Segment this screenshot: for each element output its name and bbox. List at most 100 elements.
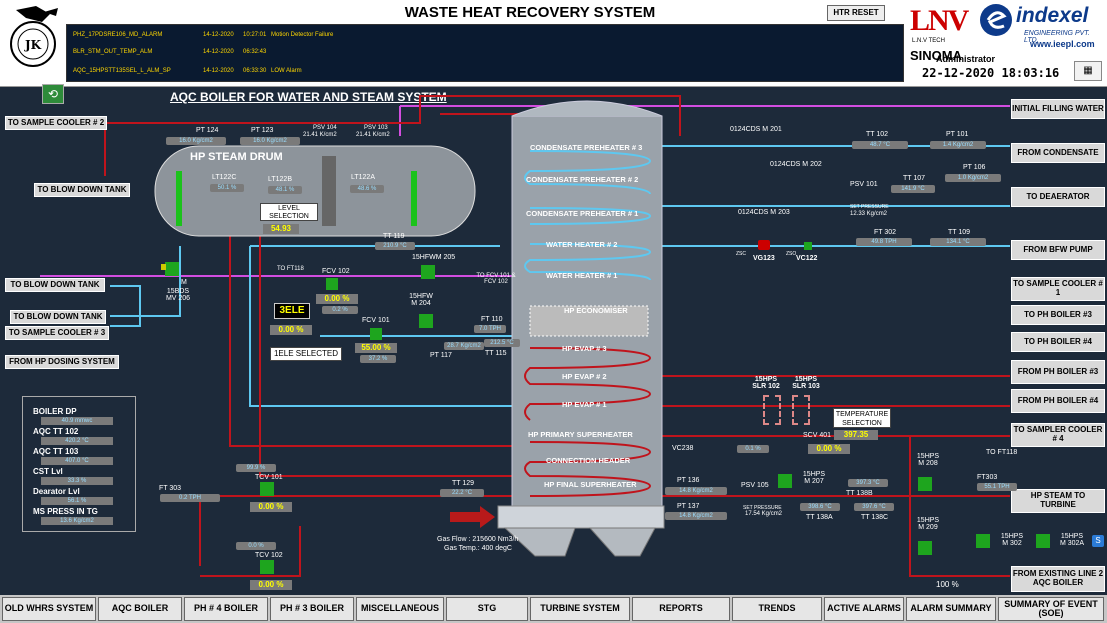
m302-label: 15HPS M 302 — [1000, 533, 1024, 547]
from-ph-boiler-4[interactable]: FROM PH BOILER #4 — [1011, 389, 1105, 413]
htr-reset-button[interactable]: HTR RESET — [827, 5, 885, 21]
steam-top-pipe — [105, 95, 681, 136]
refresh-button[interactable]: ⟲ — [42, 84, 64, 104]
ft302-label: FT 302 — [874, 229, 897, 236]
temperature-selection-value: 397.35 — [834, 430, 878, 440]
pt101-label: PT 101 — [946, 131, 969, 138]
pt117-value: 28.7 Kg/cm2 — [444, 342, 484, 350]
aqc-tt102-value: 420.2 °C — [41, 437, 113, 445]
hfwm205-label: 15HFWM 205 — [412, 254, 456, 261]
nav-turbine-system[interactable]: TURBINE SYSTEM — [530, 597, 630, 621]
pt137-label: PT 137 — [677, 503, 700, 510]
cds201-label: 0124CDS M 201 — [730, 126, 782, 133]
boiler-dp-value: 40.9 mmwc — [41, 417, 113, 425]
vc122-label: VC122 — [796, 255, 818, 262]
alarm-row[interactable]: AQC_15HPSTT135SEL_L_ALM_SP 14-12-2020 06… — [67, 65, 903, 79]
to-ft118-label: TO FT118 — [277, 266, 304, 272]
hp-evap-3-label: HP EVAP # 3 — [562, 344, 607, 353]
tcv-pipe — [200, 526, 301, 577]
m207-label: 15HPS M 207 — [802, 471, 826, 485]
to-blow-down-tank-2[interactable]: TO BLOW DOWN TANK — [5, 278, 105, 292]
fcv101-feedback: 37.2 % — [360, 355, 396, 363]
m208-motor-icon[interactable] — [914, 473, 940, 495]
alarm-row[interactable]: PHZ_17PDSRE106_MD_ALARM 14-12-2020 10:27… — [67, 29, 903, 43]
control-mode-display[interactable]: 3ELE — [274, 303, 310, 319]
ft303-right-label: FT303 — [977, 474, 998, 481]
m207-motor-icon[interactable] — [774, 470, 800, 492]
fcv102-actuator-icon[interactable] — [318, 276, 348, 296]
from-ph-boiler-3[interactable]: FROM PH BOILER #3 — [1011, 360, 1105, 384]
alarm-row[interactable]: BLR_STM_OUT_TEMP_ALM 14-12-2020 06:32:43 — [67, 46, 903, 60]
existing-line-pipe — [909, 436, 1010, 577]
vg123-valve-icon[interactable] — [758, 240, 770, 250]
level-selection-button[interactable]: LEVEL SELECTION — [260, 203, 318, 221]
pt123-value: 16.0 Kg/cm2 — [240, 137, 300, 145]
m302-motor-icon[interactable] — [972, 530, 998, 552]
nav-reports[interactable]: REPORTS — [632, 597, 730, 621]
svg-text:M: M — [181, 279, 187, 286]
alarm-banner[interactable]: PHZ_17PDSRE106_MD_ALARM 14-12-2020 10:27… — [66, 24, 904, 82]
nav-summary-of-event[interactable]: SUMMARY OF EVENT (SOE) — [998, 597, 1104, 621]
desuperheater-pipe — [199, 495, 520, 566]
nav-alarm-summary[interactable]: ALARM SUMMARY — [906, 597, 996, 621]
vc122-valve-icon[interactable] — [804, 242, 812, 250]
fcv101-actuator-icon[interactable] — [362, 326, 392, 346]
from-bfw-pump[interactable]: FROM BFW PUMP — [1011, 240, 1105, 260]
nav-aqc-boiler[interactable]: AQC BOILER — [98, 597, 182, 621]
tt138b-label: TT 138B — [846, 490, 873, 497]
psv103-label: PSV 103 — [364, 125, 388, 131]
cds203-label: 0124CDS M 203 — [738, 209, 790, 216]
lnv-logo: LNV L.N.V TECH SINOMA — [910, 4, 972, 66]
to-sampler-cooler-4[interactable]: TO SAMPLER COOLER # 4 — [1011, 423, 1105, 447]
to-blow-down-tank-1[interactable]: TO BLOW DOWN TANK — [34, 183, 130, 197]
tt138c-value: 397.6 °C — [854, 503, 894, 511]
nav-ph3-boiler[interactable]: PH # 3 BOILER — [270, 597, 354, 621]
lnv-brand: LNV — [910, 4, 969, 37]
tcv101-actuator-icon[interactable] — [254, 480, 284, 502]
to-sample-cooler-1[interactable]: TO SAMPLE COOLER # 1 — [1011, 277, 1105, 301]
pt106-label: PT 106 — [963, 164, 986, 171]
tcv102-actuator-icon[interactable] — [254, 558, 284, 580]
nav-active-alarms[interactable]: ACTIVE ALARMS — [824, 597, 904, 621]
tt107-label: TT 107 — [903, 175, 926, 182]
calendar-icon[interactable]: ▦ — [1074, 61, 1102, 81]
psv103-value: 21.41 K/cm2 — [356, 132, 390, 138]
from-hp-dosing[interactable]: FROM HP DOSING SYSTEM — [5, 355, 119, 369]
psv101-label: PSV 101 — [850, 181, 878, 188]
from-condensate[interactable]: FROM CONDENSATE — [1011, 143, 1105, 163]
temperature-selection-button[interactable]: TEMPERATURE SELECTION — [833, 408, 891, 428]
nav-stg[interactable]: STG — [446, 597, 528, 621]
lt122b-label: LT122B — [268, 176, 292, 183]
to-blow-down-tank-3[interactable]: TO BLOW DOWN TANK — [10, 310, 106, 324]
pt123-label: PT 123 — [251, 127, 274, 134]
to-deaerator[interactable]: TO DEAERATOR — [1011, 187, 1105, 207]
from-existing-line-2[interactable]: FROM EXISTING LINE 2 AQC BOILER — [1011, 566, 1105, 592]
nav-ph4-boiler[interactable]: PH # 4 BOILER — [184, 597, 268, 621]
m302a-motor-icon[interactable] — [1032, 530, 1058, 552]
indexel-url: www.ieepl.com — [1030, 39, 1095, 49]
alarm-time: 10:27:01 — [243, 32, 267, 38]
skype-icon[interactable]: S — [1092, 535, 1104, 547]
tt109-value: 134.1 °C — [930, 238, 986, 246]
fcv101-value: 55.00 % — [355, 343, 397, 353]
nav-trends[interactable]: TRENDS — [732, 597, 822, 621]
cst-level-label: CST Lvl — [33, 467, 63, 476]
tcv101-label: TCV 101 — [255, 474, 283, 481]
nav-miscellaneous[interactable]: MISCELLANEOUS — [356, 597, 444, 621]
hp-final-superheater-label: HP FINAL SUPERHEATER — [544, 480, 637, 489]
indexel-sub: ENGINEERING PVT. LTD. — [1024, 30, 1090, 44]
hp-steam-to-turbine[interactable]: HP STEAM TO TURBINE — [1011, 489, 1105, 513]
nav-old-whrs-system[interactable]: OLD WHRS SYSTEM — [2, 597, 96, 621]
valve-motor-icon[interactable]: M — [161, 260, 191, 286]
to-sample-cooler-2[interactable]: TO SAMPLE COOLER # 2 — [5, 116, 107, 130]
hfwm205-motor-icon[interactable] — [415, 263, 445, 287]
initial-filling-water[interactable]: INITIAL FILLING WATER — [1011, 99, 1105, 119]
bottom-navigation: OLD WHRS SYSTEM AQC BOILER PH # 4 BOILER… — [0, 595, 1107, 623]
m209-motor-icon[interactable] — [914, 537, 940, 559]
to-ph-boiler-4[interactable]: TO PH BOILER #4 — [1011, 332, 1105, 352]
ele-selected-button[interactable]: 1ELE SELECTED — [270, 347, 342, 361]
fcv102-feedback: 0.2 % — [322, 306, 358, 314]
hfw204-motor-icon[interactable] — [413, 312, 443, 336]
to-ph-boiler-3[interactable]: TO PH BOILER #3 — [1011, 305, 1105, 325]
to-sample-cooler-3[interactable]: TO SAMPLE COOLER # 3 — [5, 326, 109, 340]
